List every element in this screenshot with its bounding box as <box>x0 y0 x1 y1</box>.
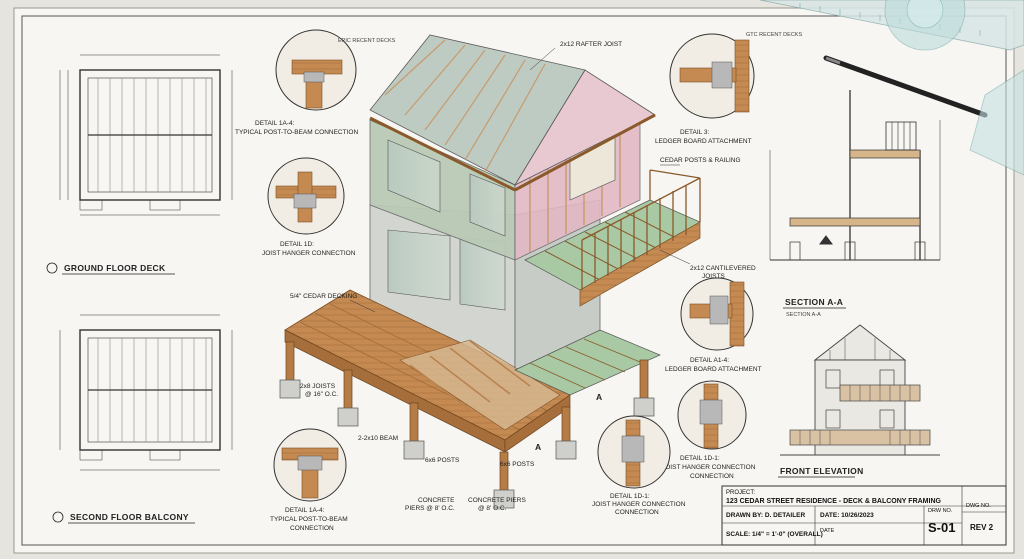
detail-circle-bot-left <box>273 428 347 502</box>
svg-text:DATE: DATE <box>820 528 835 534</box>
svg-text:DETAIL 1D-1:: DETAIL 1D-1: <box>680 455 720 462</box>
protractor-template <box>884 0 966 51</box>
svg-text:2x8 JOISTS: 2x8 JOISTS <box>300 383 336 390</box>
revision: REV 2 <box>970 523 994 532</box>
svg-text:DETAIL 1A-4:: DETAIL 1A-4: <box>255 120 295 127</box>
svg-text:CONNECTION: CONNECTION <box>690 473 734 480</box>
svg-text:2-2x10 BEAM: 2-2x10 BEAM <box>358 435 398 442</box>
triangle-template <box>969 69 1024 176</box>
svg-text:JOIST HANGER CONNECTION: JOIST HANGER CONNECTION <box>592 501 686 508</box>
svg-text:EPIC RECENT DECKS: EPIC RECENT DECKS <box>338 38 396 44</box>
project-name: 123 CEDAR STREET RESIDENCE - DECK & BALC… <box>726 498 942 505</box>
svg-text:LEDGER BOARD ATTACHMENT: LEDGER BOARD ATTACHMENT <box>655 138 752 145</box>
svg-text:A: A <box>535 442 541 452</box>
svg-text:5/4" CEDAR DECKING: 5/4" CEDAR DECKING <box>290 293 357 300</box>
detail-circle-mid-right <box>680 277 754 351</box>
pencil <box>823 55 988 118</box>
second-floor-title: SECOND FLOOR BALCONY <box>70 512 189 522</box>
second-floor-plan <box>59 314 233 471</box>
ground-floor-title: GROUND FLOOR DECK <box>64 263 166 273</box>
svg-text:PROJECT:: PROJECT: <box>726 490 755 496</box>
svg-text:6x6 POSTS: 6x6 POSTS <box>500 461 535 468</box>
svg-text:DWG NO.: DWG NO. <box>966 503 991 509</box>
svg-text:A: A <box>596 392 602 402</box>
title-block <box>721 485 1007 546</box>
svg-text:CONNECTION: CONNECTION <box>290 525 334 532</box>
svg-text:JOIST HANGER CONNECTION: JOIST HANGER CONNECTION <box>662 464 756 471</box>
drawing-date: DATE: 10/26/2023 <box>820 512 874 519</box>
svg-text:2x12 CANTILEVERED: 2x12 CANTILEVERED <box>690 265 756 272</box>
svg-text:DETAIL 3:: DETAIL 3: <box>680 129 709 136</box>
detail-circle-top-left <box>275 29 357 111</box>
svg-text:@ 8' O.C.: @ 8' O.C. <box>478 505 507 512</box>
svg-text:CONNECTION: CONNECTION <box>615 509 659 516</box>
svg-text:DETAIL 1D-1:: DETAIL 1D-1: <box>610 493 650 500</box>
svg-text:DETAIL A1-4:: DETAIL A1-4: <box>690 357 729 364</box>
detail-circle-bot-right <box>677 380 747 450</box>
drawing-scale: SCALE: 1/4" = 1'-0" (OVERALL) <box>726 531 823 538</box>
svg-text:GTC RECENT DECKS: GTC RECENT DECKS <box>746 32 802 38</box>
svg-text:6x6 POSTS: 6x6 POSTS <box>425 457 460 464</box>
sheet-number: S-01 <box>928 520 955 535</box>
front-elevation-title: FRONT ELEVATION <box>780 466 864 476</box>
svg-text:PIERS @ 8' O.C.: PIERS @ 8' O.C. <box>405 505 455 512</box>
svg-text:TYPICAL POST-TO-BEAM: TYPICAL POST-TO-BEAM <box>270 516 348 523</box>
section-title: SECTION A-A <box>785 297 843 307</box>
section-a-a <box>769 90 941 261</box>
svg-text:JOIST HANGER CONNECTION: JOIST HANGER CONNECTION <box>262 250 356 257</box>
svg-text:DETAIL 1D:: DETAIL 1D: <box>280 241 314 248</box>
detail-circle-mid-left <box>267 157 345 235</box>
detail-circle-bot-center <box>597 415 671 489</box>
svg-text:LEDGER BOARD ATTACHMENT: LEDGER BOARD ATTACHMENT <box>665 366 762 373</box>
house-3d-model <box>279 34 701 509</box>
detail-circle-top-right <box>669 33 755 119</box>
drawn-by: DRAWN BY: D. DETAILER <box>726 512 806 519</box>
central-callouts: 2x12 RAFTER JOIST CEDAR POSTS & RAILING … <box>290 41 756 512</box>
svg-text:CEDAR POSTS & RAILING: CEDAR POSTS & RAILING <box>660 157 741 164</box>
ground-floor-plan <box>59 54 233 216</box>
svg-text:CONCRETE PIERS: CONCRETE PIERS <box>468 497 526 504</box>
svg-text:CONCRETE: CONCRETE <box>418 497 455 504</box>
front-elevation <box>780 324 940 456</box>
svg-text:DRW NO.: DRW NO. <box>928 508 953 514</box>
svg-text:2x12 RAFTER JOIST: 2x12 RAFTER JOIST <box>560 41 622 48</box>
svg-text:JOISTS: JOISTS <box>702 273 725 280</box>
svg-text:TYPICAL POST-TO-BEAM CONNECTIO: TYPICAL POST-TO-BEAM CONNECTION <box>235 129 358 136</box>
svg-text:SECTION A-A: SECTION A-A <box>786 312 821 318</box>
svg-text:@ 16" O.C.: @ 16" O.C. <box>305 391 338 398</box>
svg-text:DETAIL 1A-4:: DETAIL 1A-4: <box>285 507 325 514</box>
